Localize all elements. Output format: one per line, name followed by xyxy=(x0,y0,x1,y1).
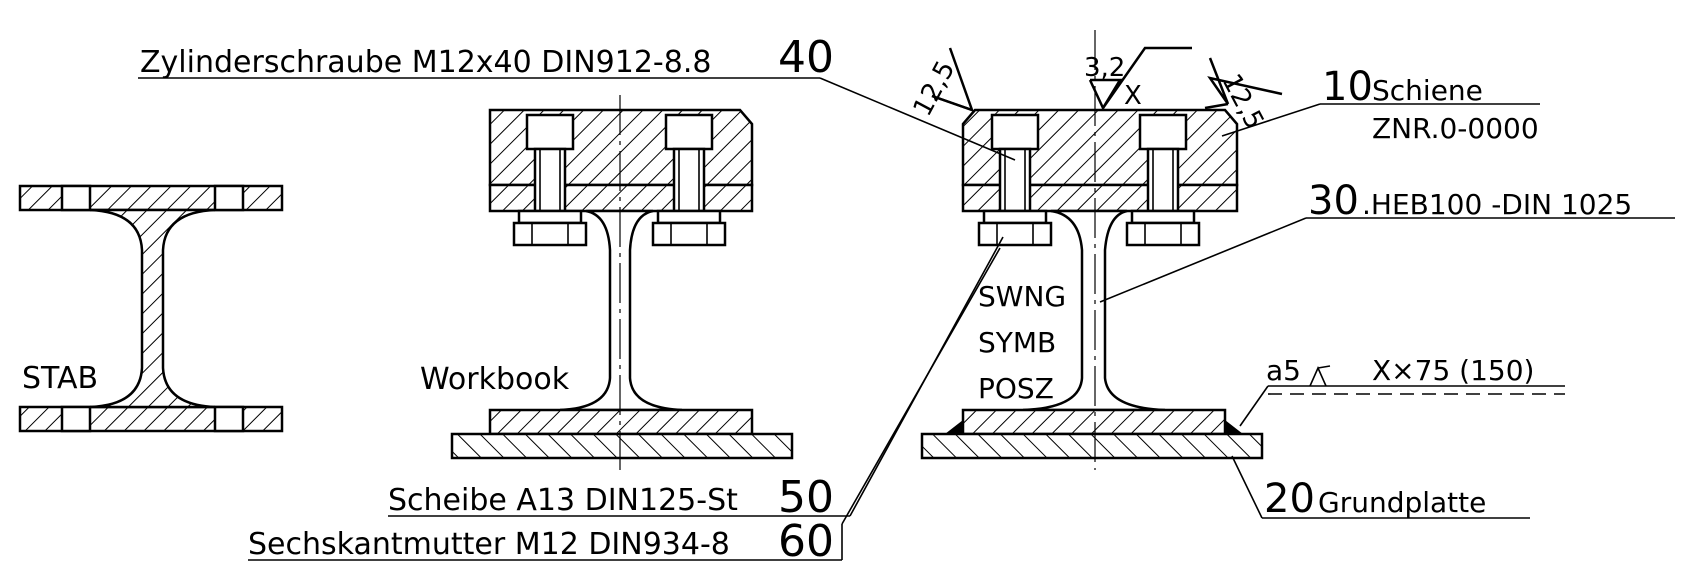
posz-label: POSZ xyxy=(978,372,1054,405)
mutter-number: 60 xyxy=(778,516,834,567)
weld-size: a5 xyxy=(1266,354,1301,387)
workbook-section: Workbook xyxy=(420,95,794,470)
part-labels: Zylinderschraube M12x40 DIN912-8.8 40 10… xyxy=(140,32,1632,567)
workbook-label: Workbook xyxy=(420,362,570,397)
schiene-number: 10 xyxy=(1322,64,1373,110)
roughness-top-symbol: 3,2 X xyxy=(1084,46,1192,111)
heb-label: .HEB100 -DIN 1025 xyxy=(1362,188,1632,221)
scheibe-label: Scheibe A13 DIN125-St xyxy=(388,483,738,518)
zylinderschraube-label: Zylinderschraube M12x40 DIN912-8.8 xyxy=(140,45,711,80)
schiene-label: Schiene xyxy=(1372,74,1483,107)
grundplatte-label: Grundplatte xyxy=(1318,486,1486,519)
stab-label: STAB xyxy=(22,361,98,396)
grundplatte-number: 20 xyxy=(1264,476,1315,522)
heb-number: 30 xyxy=(1308,178,1359,224)
svg-text:X: X xyxy=(1124,81,1142,111)
stab-section: STAB xyxy=(18,184,284,433)
mutter-label: Sechskantmutter M12 DIN934-8 xyxy=(248,527,730,562)
detail-section: SWNG SYMB POSZ 12,5 3,2 X 12,5 xyxy=(908,30,1283,470)
swng-label: SWNG xyxy=(978,280,1066,313)
weld-spec: X×75 (150) xyxy=(1372,354,1534,387)
svg-text:12,5: 12,5 xyxy=(908,56,962,121)
scheibe-number: 50 xyxy=(778,472,834,523)
symb-label: SYMB xyxy=(978,326,1056,359)
roughness-left-symbol: 12,5 xyxy=(908,47,975,121)
zylinderschraube-number: 40 xyxy=(778,32,834,83)
svg-text:3,2: 3,2 xyxy=(1084,53,1125,83)
schiene-znr: ZNR.0-0000 xyxy=(1372,112,1539,145)
leader-lines xyxy=(138,77,1675,561)
